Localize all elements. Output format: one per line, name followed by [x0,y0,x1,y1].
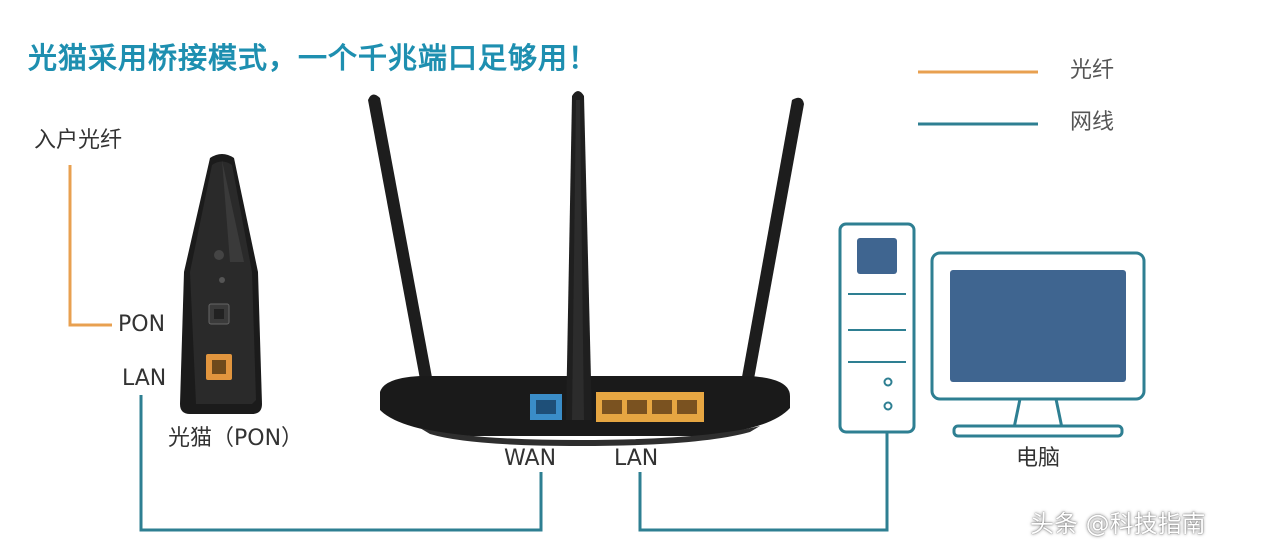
cable-modem-to-router [139,395,543,532]
router-wan-label: WAN [504,446,557,471]
legend-cable-label: 网线 [1070,110,1115,135]
monitor-icon [930,251,1146,438]
router-lan-label: LAN [614,446,659,471]
cable-router-to-pc [638,432,889,532]
pc-tower-icon [838,222,916,434]
legend-fiber-label: 光纤 [1070,58,1115,83]
watermark: 头条 @科技指南 [1030,510,1206,538]
modem-lan-label: LAN [122,366,167,391]
incoming-fiber-line [68,165,112,327]
computer-label: 电脑 [1016,446,1061,471]
optical-modem-icon [180,154,262,414]
modem-name-label: 光猫（PON） [168,426,304,451]
pon-port-label: PON [118,312,166,337]
diagram-title: 光猫采用桥接模式，一个千兆端口足够用！ [28,41,599,75]
incoming-fiber-label: 入户光纤 [34,128,123,153]
router-icon [368,91,804,446]
